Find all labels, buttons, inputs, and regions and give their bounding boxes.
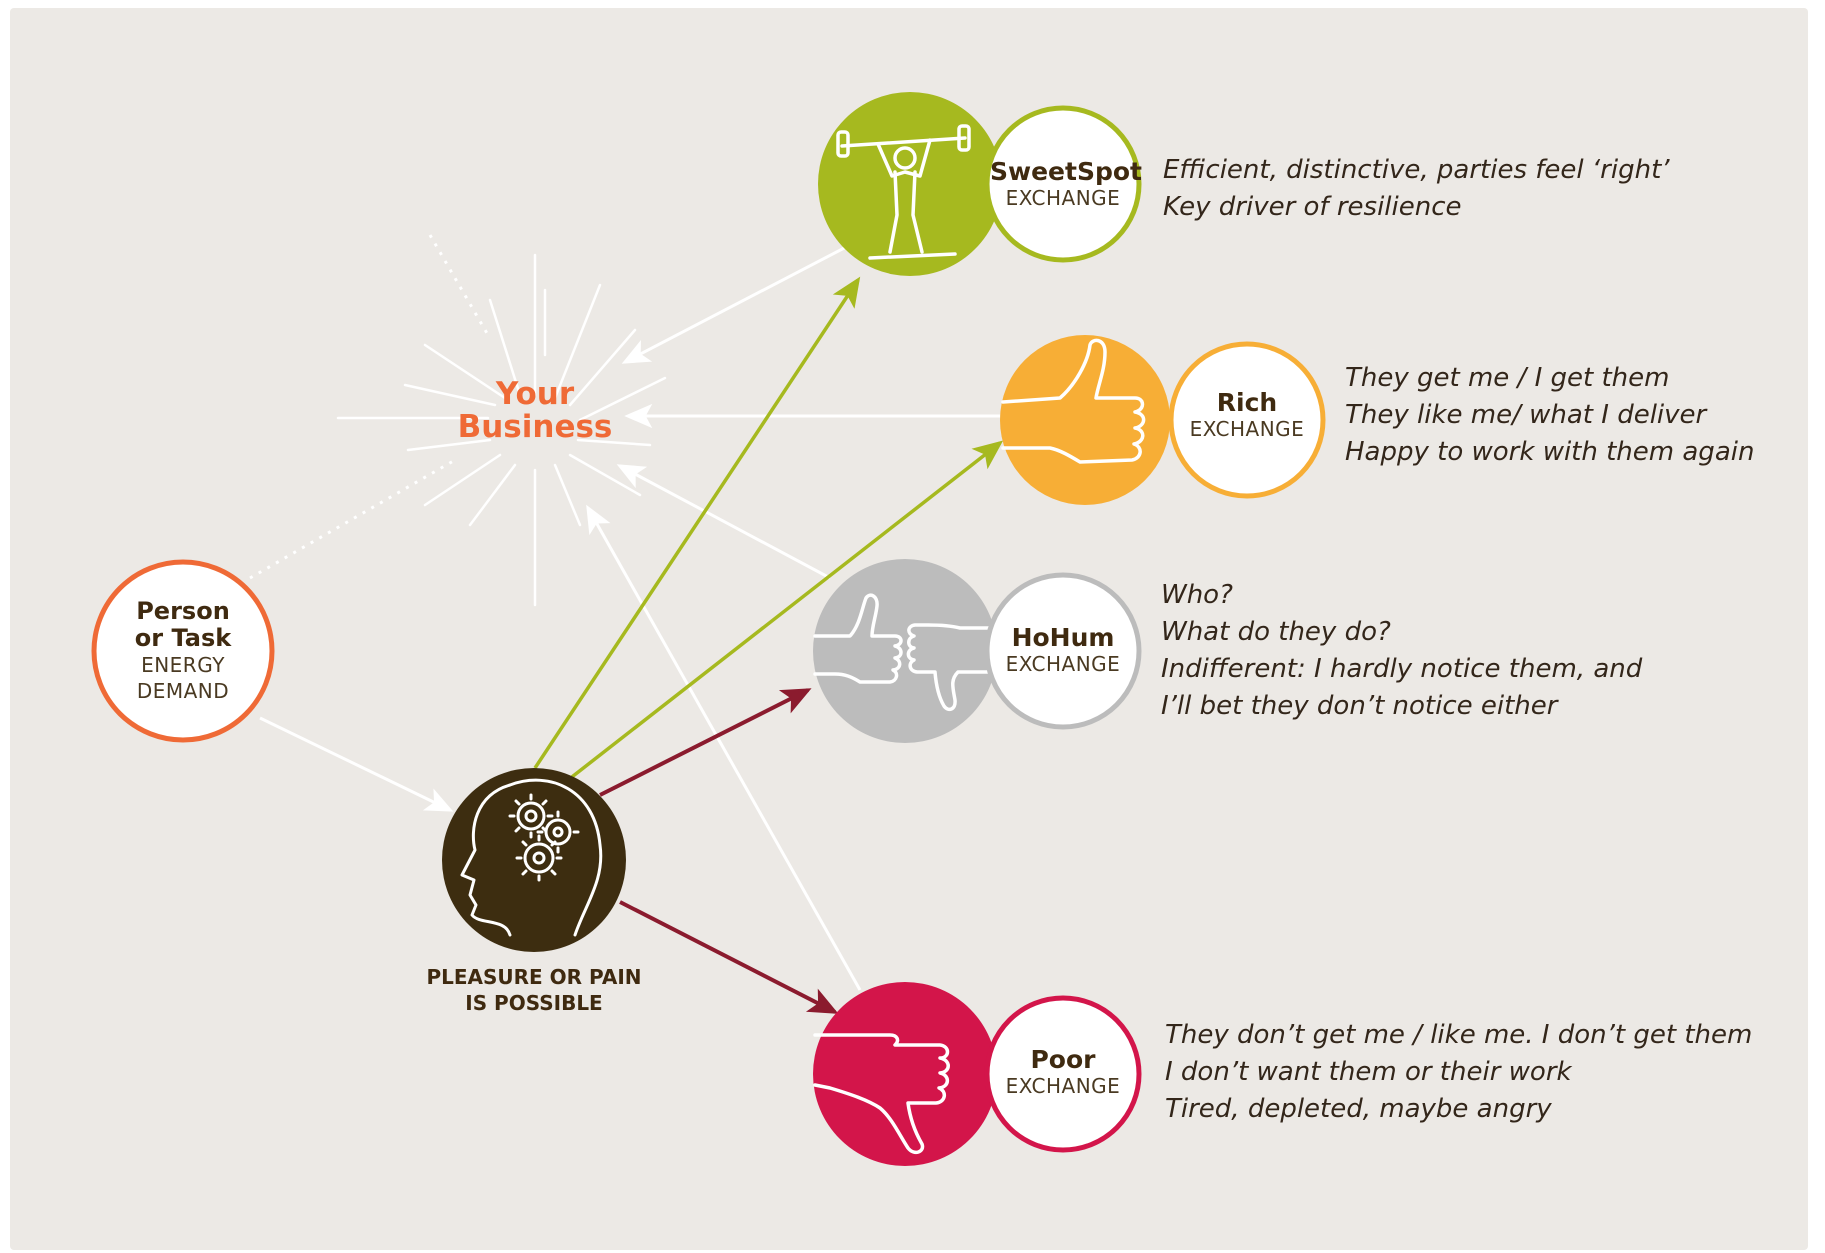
hohum-exchange-node [813, 559, 1142, 743]
brain-line2: IS POSSIBLE [465, 991, 603, 1015]
thumbs-down-icon [813, 1033, 950, 1155]
exchange-name: Poor [1030, 1045, 1096, 1074]
exchange-name: SweetSpot [990, 157, 1142, 186]
rich-description: They get me / I get them They like me/ w… [1345, 360, 1754, 471]
source-line3: ENERGY [141, 653, 225, 677]
exchange-sub: EXCHANGE [1189, 417, 1305, 441]
description-line: Happy to work with them again [1345, 437, 1755, 467]
rich-exchange-node [1000, 335, 1326, 505]
arrow-hohum-to-business [616, 464, 831, 580]
source-line4: DEMAND [136, 679, 230, 703]
arrow-poor-to-business [586, 504, 862, 991]
center-line1: Your [495, 376, 575, 412]
dotted-connector [428, 234, 490, 336]
description-line: They don’t get me / like me. I don’t get… [1165, 1020, 1753, 1050]
head-gears-icon [460, 778, 603, 937]
description-line: What do they do? [1161, 617, 1391, 647]
your-business-label: Your Business [430, 378, 640, 444]
thumbs-up-icon [1001, 338, 1146, 464]
description-line: Tired, depleted, maybe angry [1165, 1094, 1552, 1124]
exchange-sub: EXCHANGE [1005, 1074, 1121, 1098]
person-or-task-label: Person or Task ENERGY DEMAND [110, 598, 256, 704]
poor-exchange-node [813, 982, 1142, 1166]
arrow-source-to-brain [259, 716, 454, 812]
thumbs-sideways-icon [813, 593, 1002, 712]
dotted-connector [249, 458, 456, 580]
center-line2: Business [457, 409, 613, 445]
brain-line1: PLEASURE OR PAIN [426, 965, 642, 989]
exchange-sub: EXCHANGE [1005, 652, 1121, 676]
brain-label: PLEASURE OR PAIN IS POSSIBLE [404, 964, 664, 1016]
rich-label: Rich EXCHANGE [1174, 388, 1320, 442]
arrow-brain-to-sweetspot [533, 276, 861, 769]
description-line: They get me / I get them [1345, 363, 1670, 393]
sweetspot-description: Efficient, distinctive, parties feel ‘ri… [1163, 152, 1670, 226]
arrow-brain-to-poor [619, 900, 839, 1014]
weightlifter-icon [836, 124, 971, 260]
sweetspot-exchange-node [818, 92, 1142, 276]
exchange-name: Rich [1216, 388, 1278, 417]
source-line2: or Task [134, 624, 232, 652]
sunburst-icon [336, 253, 667, 607]
poor-label: Poor EXCHANGE [990, 1045, 1136, 1099]
description-line: They like me/ what I deliver [1345, 400, 1707, 430]
person-or-task-node [91, 559, 275, 743]
poor-description: They don’t get me / like me. I don’t get… [1165, 1017, 1752, 1128]
hohum-label: HoHum EXCHANGE [990, 623, 1136, 677]
arrow-brain-to-rich [566, 440, 1004, 782]
exchange-name: HoHum [1011, 623, 1115, 652]
description-line: Indifferent: I hardly notice them, and [1161, 654, 1643, 684]
description-line: Efficient, distinctive, parties feel ‘ri… [1163, 155, 1670, 185]
description-line: Who? [1161, 580, 1233, 610]
brain-node [442, 768, 626, 952]
hohum-description: Who? What do they do? Indifferent: I har… [1161, 577, 1642, 725]
arrow-brain-to-hohum [599, 688, 812, 797]
description-line: Key driver of resilience [1163, 192, 1462, 222]
arrow-sweetspot-to-business [621, 243, 851, 364]
sweetspot-label: SweetSpot EXCHANGE [990, 157, 1142, 211]
description-line: I don’t want them or their work [1165, 1057, 1572, 1087]
source-line1: Person [136, 597, 230, 625]
description-line: I’ll bet they don’t notice either [1161, 691, 1558, 721]
exchange-sub: EXCHANGE [1005, 186, 1121, 210]
